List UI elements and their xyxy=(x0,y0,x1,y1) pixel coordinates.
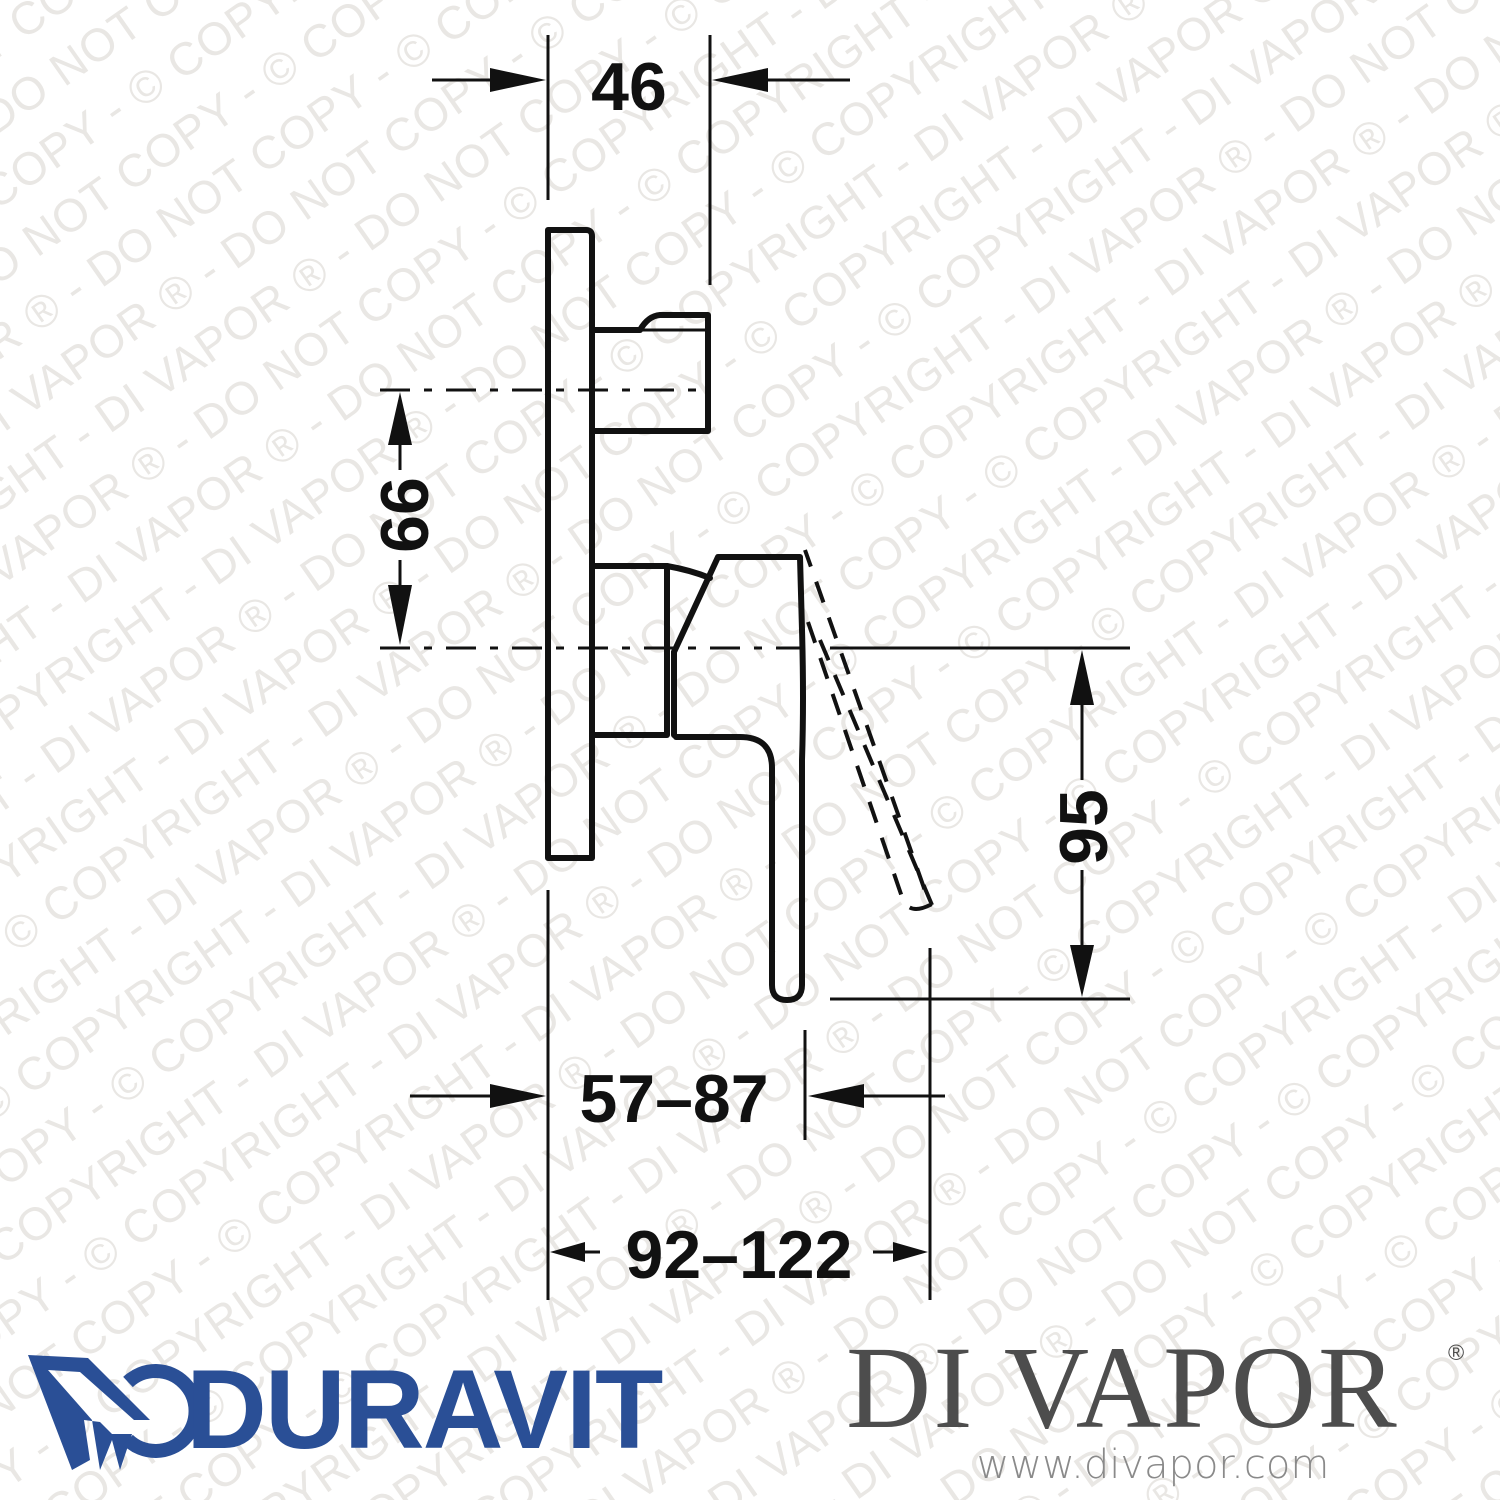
svg-text:95: 95 xyxy=(1046,789,1122,865)
center-lines xyxy=(380,388,1130,1001)
diverter-knob xyxy=(589,312,711,434)
dimension-57-87: 57–87 xyxy=(410,1061,945,1137)
extension-lines xyxy=(546,35,932,1300)
svg-text:®: ® xyxy=(1448,1340,1464,1365)
wall-plate xyxy=(545,227,595,861)
dimension-95: 95 xyxy=(1046,650,1122,997)
lever-handle xyxy=(671,554,806,1003)
duravit-emblem-icon xyxy=(28,1355,203,1470)
dimension-92-122: 92–122 xyxy=(550,1217,928,1293)
svg-text:66: 66 xyxy=(367,477,443,553)
svg-text:57–87: 57–87 xyxy=(579,1061,768,1137)
svg-text:DURAVIT: DURAVIT xyxy=(186,1347,663,1472)
svg-text:92–122: 92–122 xyxy=(626,1217,853,1293)
dimension-46: 46 xyxy=(432,49,850,125)
svg-text:46: 46 xyxy=(591,49,667,125)
duravit-logo: DURAVIT xyxy=(28,1347,665,1472)
divapor-logo: DI VAPOR ® www.divapor.com xyxy=(846,1322,1464,1488)
lever-alt-position xyxy=(803,549,934,911)
svg-text:DI VAPOR: DI VAPOR xyxy=(846,1322,1399,1453)
dimension-66: 66 xyxy=(367,392,443,645)
divapor-url[interactable]: www.divapor.com xyxy=(977,1442,1330,1488)
